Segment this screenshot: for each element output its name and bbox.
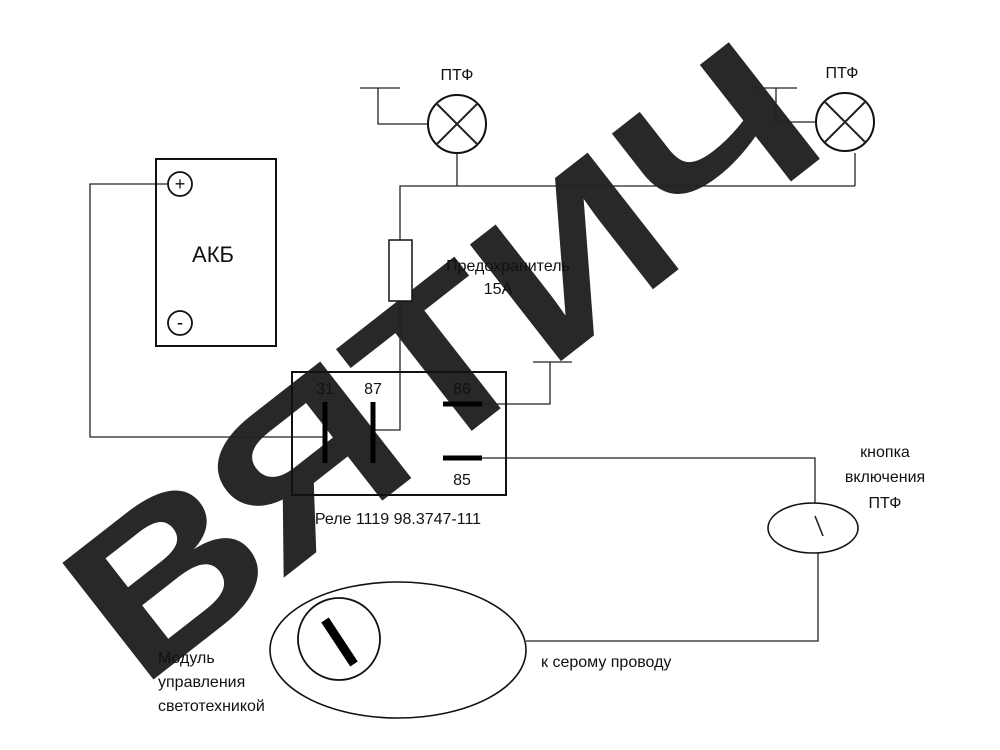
button-label-line3: ПТФ [869, 495, 902, 512]
lamp-left-label: ПТФ [441, 67, 474, 84]
lamp-cross-b [435, 102, 479, 146]
module-knob-indicator [321, 617, 358, 667]
pin-86-label: 86 [453, 381, 471, 398]
lamp-right-label: ПТФ [826, 65, 859, 82]
pin-87-label: 87 [364, 381, 382, 398]
battery-minus-symbol: - [177, 313, 183, 334]
fuse-label: Предохранитель [446, 258, 570, 275]
relay-label: Реле 1119 98.3747-111 [315, 511, 481, 528]
right-lamp-ground-wire [775, 88, 826, 123]
relay-body [291, 371, 507, 496]
module-label-line2: управления [158, 674, 245, 691]
fog-lamp-right: ПТФ [815, 65, 875, 152]
battery-plus-wire [89, 183, 325, 438]
module-label-line3: светотехникой [158, 698, 265, 715]
fuse-body [388, 239, 413, 302]
lighting-control-module: Модуль управления светотехникой к серому… [158, 581, 671, 719]
battery: + - АКБ [155, 158, 277, 347]
battery-minus-terminal [167, 310, 193, 336]
relay: 31 87 86 85 Реле 1119 98.3747-111 [291, 371, 507, 528]
pin87-to-fuse-wire [373, 301, 401, 431]
battery-plus-symbol: + [175, 174, 186, 194]
fog-light-button: кнопка включения ПТФ [767, 444, 925, 554]
battery-label: АКБ [192, 242, 234, 267]
gray-wire-note: к серому проводу [541, 654, 671, 671]
fog-lamp-left: ПТФ [427, 67, 487, 154]
fuse-to-lamps-bus [399, 185, 855, 240]
battery-plus-terminal [167, 171, 193, 197]
pin-31-label: 31 [316, 381, 334, 398]
fuse-rating: 15А [484, 281, 513, 298]
button-label-line2: включения [845, 469, 925, 486]
module-label-line1: Модуль [158, 650, 215, 667]
pin85-to-button-wire [482, 457, 816, 503]
pin86-ground-wire [482, 362, 551, 405]
battery-body [155, 158, 277, 347]
left-lamp-ground-wire [377, 88, 428, 125]
fuse: Предохранитель 15А [388, 239, 570, 302]
button-label-line1: кнопка [860, 444, 910, 461]
pin-85-label: 85 [453, 472, 471, 489]
wires [89, 87, 856, 642]
button-switch-contact [814, 515, 824, 537]
button-body [767, 502, 859, 554]
lamp-cross-b [823, 100, 867, 144]
button-to-module-wire [526, 553, 819, 642]
